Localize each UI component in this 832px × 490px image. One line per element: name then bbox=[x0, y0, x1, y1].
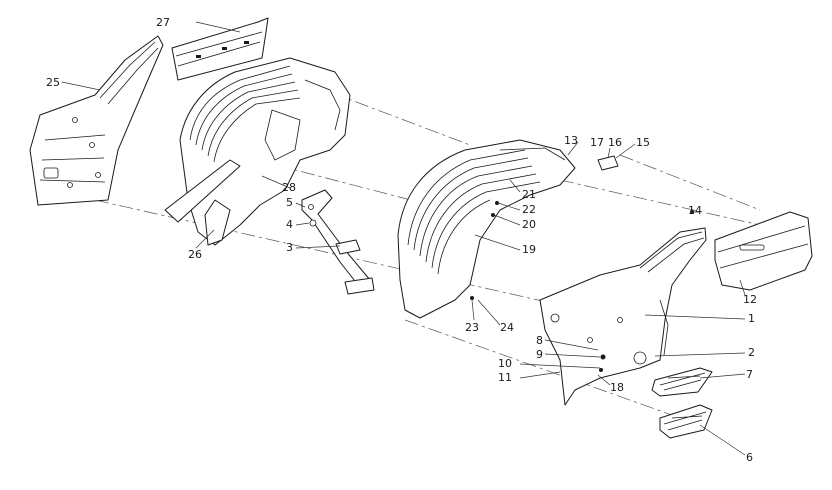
callout-19: 19 bbox=[522, 243, 536, 256]
callout-22: 22 bbox=[522, 203, 536, 216]
callout-28: 28 bbox=[282, 181, 296, 194]
callout-labels: 1 2 3 4 5 6 7 8 9 10 11 12 13 14 15 16 1… bbox=[46, 16, 757, 464]
step-plate-7 bbox=[651, 367, 713, 397]
callout-16: 16 bbox=[608, 136, 622, 149]
left-side-panel bbox=[29, 35, 164, 206]
callout-27: 27 bbox=[156, 16, 170, 29]
leader-lines bbox=[61, 21, 746, 456]
callout-2: 2 bbox=[748, 346, 755, 359]
callout-1: 1 bbox=[748, 312, 755, 325]
callout-6: 6 bbox=[746, 451, 753, 464]
upper-trim-strip-left bbox=[171, 17, 269, 81]
callout-26: 26 bbox=[188, 248, 202, 261]
callout-23: 23 bbox=[465, 321, 479, 334]
callout-3: 3 bbox=[286, 241, 293, 254]
callout-5: 5 bbox=[286, 196, 293, 209]
callout-12: 12 bbox=[743, 293, 757, 306]
callout-14: 14 bbox=[688, 204, 702, 217]
callout-18: 18 bbox=[610, 381, 624, 394]
right-wheel-arch-liner bbox=[397, 139, 576, 319]
callout-13: 13 bbox=[564, 134, 578, 147]
right-side-panel bbox=[539, 227, 707, 406]
callout-11: 11 bbox=[498, 371, 512, 384]
callout-25: 25 bbox=[46, 76, 60, 89]
callout-21: 21 bbox=[522, 188, 536, 201]
small-clip-part bbox=[597, 155, 619, 171]
callout-24: 24 bbox=[500, 321, 514, 334]
callout-8: 8 bbox=[536, 334, 543, 347]
callout-9: 9 bbox=[536, 348, 543, 361]
callout-7: 7 bbox=[746, 368, 753, 381]
callout-17: 17 bbox=[590, 136, 604, 149]
step-plate-6 bbox=[659, 404, 713, 439]
support-strut bbox=[301, 189, 375, 295]
callout-4: 4 bbox=[286, 218, 293, 231]
callout-20: 20 bbox=[522, 218, 536, 231]
callout-10: 10 bbox=[498, 357, 512, 370]
callout-15: 15 bbox=[636, 136, 650, 149]
upper-trim-strip-right bbox=[690, 210, 813, 291]
left-wheel-arch-liner bbox=[164, 57, 351, 246]
